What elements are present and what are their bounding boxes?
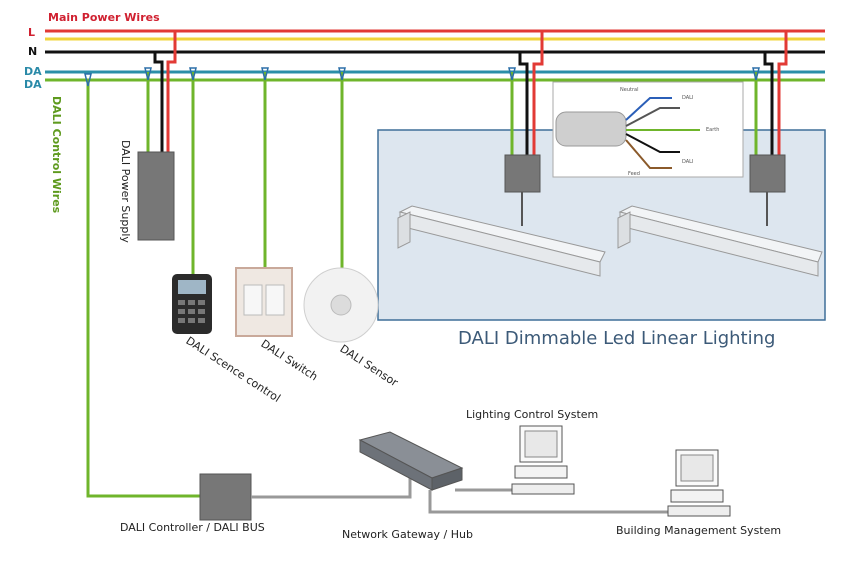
da-label-1: DA (24, 65, 42, 78)
driver1-box (504, 154, 541, 193)
l-label: L (28, 26, 36, 39)
main-power-wires-label: Main Power Wires (48, 11, 160, 24)
dali-power-supply-label: DALI Power Supply (119, 140, 132, 243)
dali-controller-label: DALI Controller / DALI BUS (120, 521, 265, 534)
n-label: N (28, 45, 38, 58)
da-label-2: DA (24, 78, 42, 91)
scene-control-keypad (172, 274, 212, 334)
driver1-live-drop (532, 31, 544, 155)
lighting-control-computer (511, 425, 575, 495)
cable-label-neutral: Neutral (620, 87, 639, 93)
dali-controller-box (199, 473, 252, 521)
cable-label-earth: Earth (706, 127, 720, 133)
lighting-panel-title: DALI Dimmable Led Linear Lighting (458, 328, 776, 349)
cable-sheath (555, 111, 627, 147)
driver2-live-drop (777, 31, 788, 155)
building-management-system-label: Building Management System (616, 524, 782, 537)
gateway-to-bms (428, 490, 680, 514)
controller-to-gateway (251, 478, 412, 499)
control-wire-loop (86, 80, 200, 498)
dali-control-wires-label: DALI Control Wires (50, 96, 63, 214)
connector-clips (84, 67, 760, 87)
cable-cores (625, 97, 700, 169)
dali-switch-plate (235, 267, 293, 337)
driver2-neutral-drop (763, 52, 774, 155)
cable-label-dali-1: DALI (682, 95, 694, 101)
driver1-neutral-drop (518, 52, 529, 155)
bms-computer (667, 449, 731, 517)
network-gateway-label: Network Gateway / Hub (342, 528, 473, 541)
cable-label-feed: Feed (628, 171, 640, 177)
led-fixture-2 (617, 205, 823, 277)
dali-power-supply-box (137, 151, 175, 241)
ps-neutral-drop (153, 52, 164, 152)
cable-label-dali-2: DALI (682, 159, 694, 165)
led-fixture-1 (397, 205, 606, 277)
ps-live-drop (166, 31, 177, 152)
network-gateway-hub (358, 431, 464, 491)
dali-sensor-dome (303, 267, 379, 343)
lighting-control-system-label: Lighting Control System (466, 408, 599, 421)
driver2-box (749, 154, 786, 193)
